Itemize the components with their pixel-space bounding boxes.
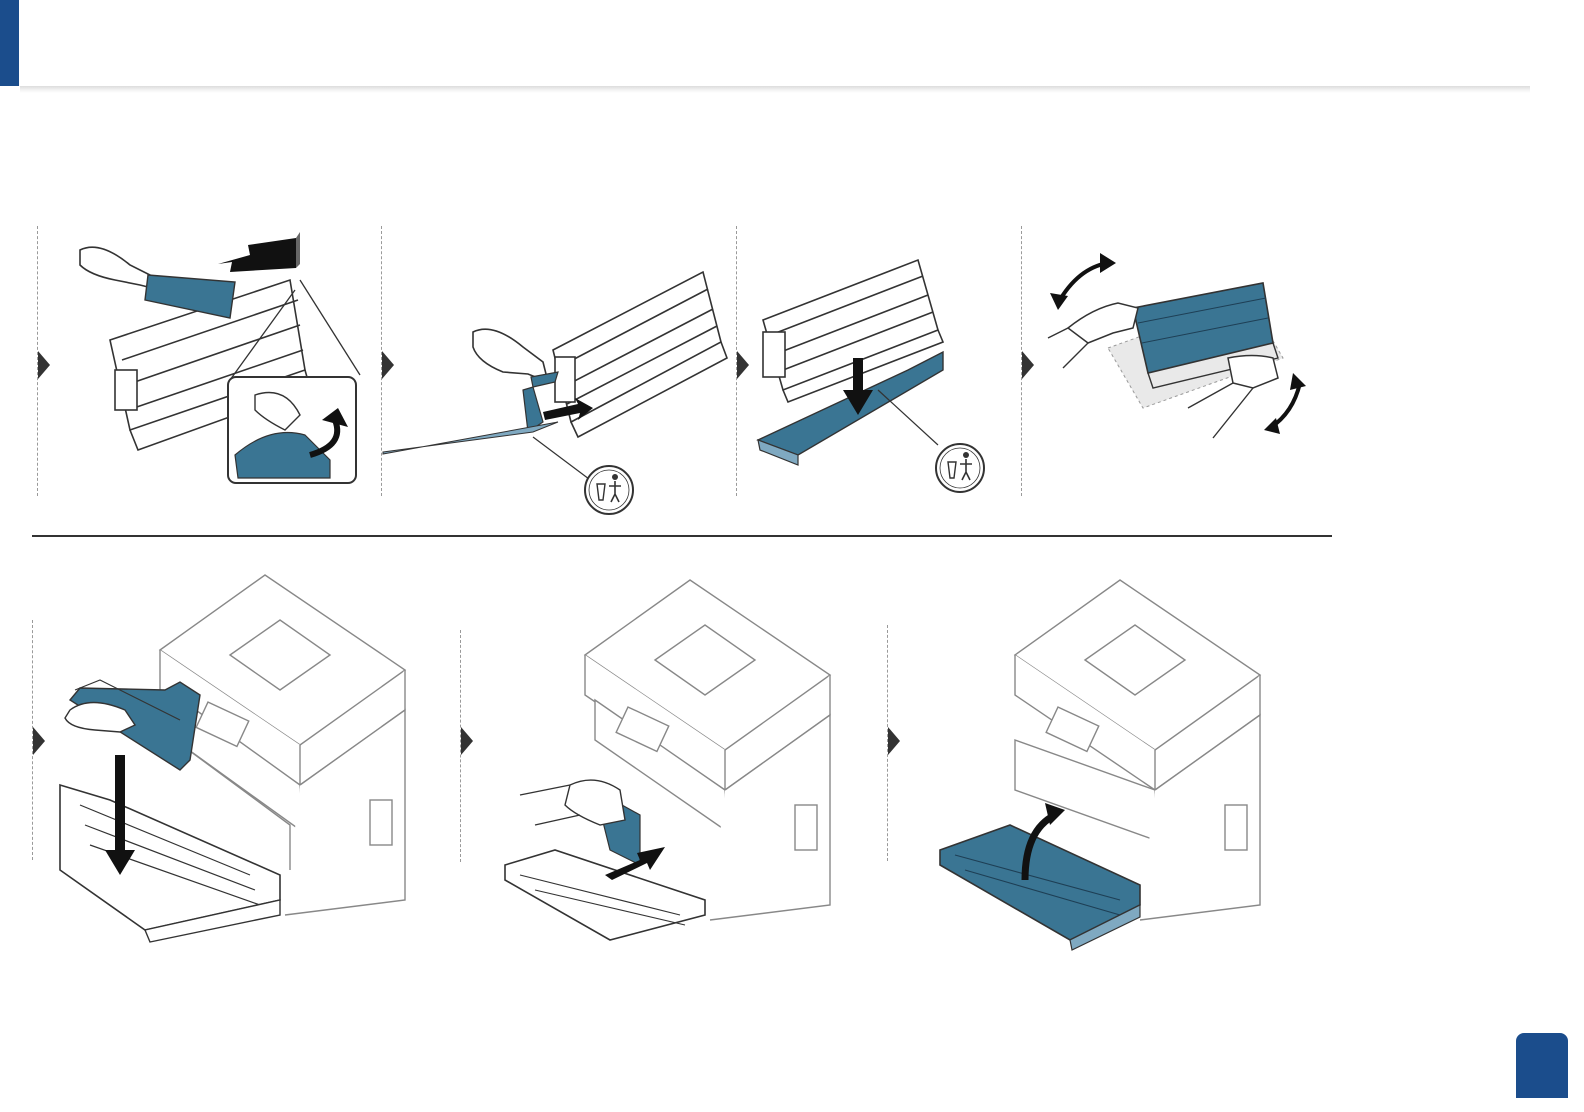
step-3-remove-cover-illustration — [748, 240, 1008, 500]
step-1-remove-tape-illustration — [60, 220, 370, 490]
dispose-trash-icon — [585, 466, 633, 514]
step-marker — [1022, 351, 1034, 379]
step-2-pull-tape-illustration — [383, 232, 733, 522]
section-divider — [32, 535, 1332, 537]
step-6-push-cartridge-illustration — [480, 575, 850, 955]
step-5-insert-cartridge-illustration — [50, 570, 420, 950]
page-number-badge — [1516, 1033, 1568, 1098]
step-4-shake-cartridge-illustration — [1038, 248, 1308, 438]
step-marker — [461, 727, 473, 755]
dispose-trash-icon — [936, 444, 984, 492]
header-corner-tab — [0, 0, 19, 86]
step-marker — [33, 727, 45, 755]
step-marker — [38, 351, 50, 379]
step-marker — [888, 727, 900, 755]
step-7-close-cover-illustration — [930, 575, 1300, 955]
header-rule — [20, 86, 1530, 93]
